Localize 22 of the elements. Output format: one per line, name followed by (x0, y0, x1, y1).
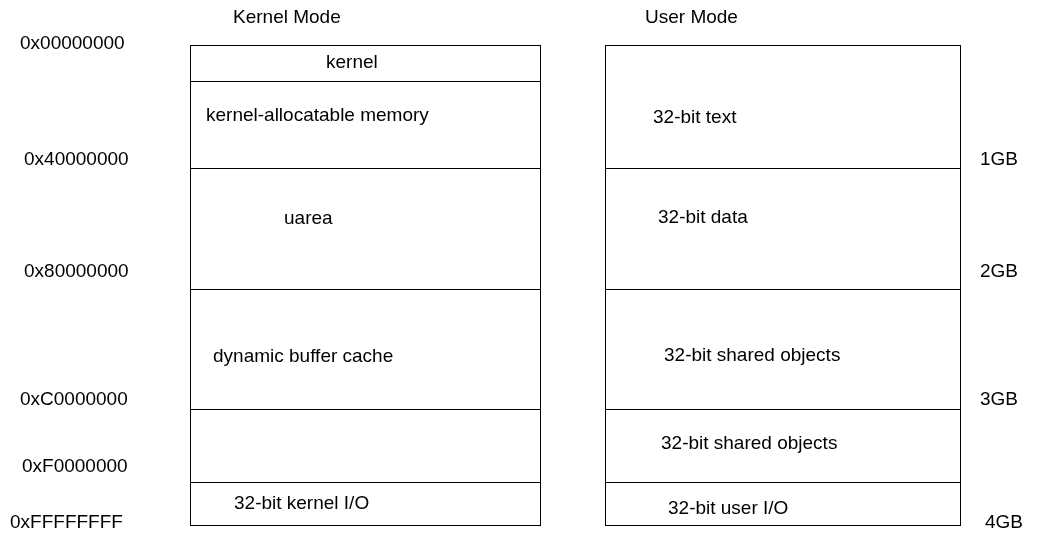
segment-label: uarea (284, 207, 333, 229)
segment-label: 32-bit shared objects (661, 432, 838, 454)
segment-label: 32-bit text (653, 106, 737, 128)
segment-label: 32-bit user I/O (668, 497, 789, 519)
size-label: 3GB (980, 388, 1019, 410)
segment-label: dynamic buffer cache (213, 345, 394, 367)
address-label: 0x80000000 (24, 260, 129, 282)
address-label: 0x40000000 (24, 148, 129, 170)
segment-label: 32-bit kernel I/O (234, 492, 370, 514)
size-label: 1GB (980, 148, 1019, 170)
address-label: 0xF0000000 (22, 455, 128, 477)
size-label: 2GB (980, 260, 1019, 282)
segment-label: kernel (326, 51, 378, 73)
column-heading: Kernel Mode (233, 6, 341, 28)
segment-label: 32-bit shared objects (664, 344, 841, 366)
address-label: 0xFFFFFFFF (10, 511, 123, 533)
size-label: 4GB (985, 511, 1024, 533)
column-heading: User Mode (645, 6, 738, 28)
segment-label: 32-bit data (658, 206, 748, 228)
address-label: 0xC0000000 (20, 388, 128, 410)
address-label: 0x00000000 (20, 32, 125, 54)
segment-label: kernel-allocatable memory (206, 104, 429, 126)
